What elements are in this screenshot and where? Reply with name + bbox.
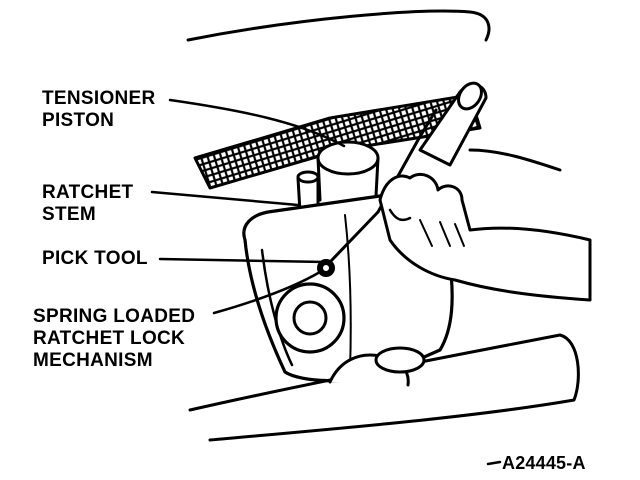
pick-tool-shaft [328, 210, 380, 264]
figure-code: A24445-A [502, 453, 586, 473]
label-ratchet-stem: RATCHET STEM [42, 182, 134, 225]
label-pick-tool: PICK TOOL [42, 248, 148, 269]
leader-ratchet-stem [150, 190, 300, 207]
hand [378, 173, 592, 302]
label-spring-loaded-ratchet-lock: SPRING LOADED RATCHET LOCK MECHANISM [33, 306, 196, 371]
upper-housing-outline [186, 9, 491, 42]
leader-figure-code [486, 460, 502, 466]
label-tensioner-piston: TENSIONER PISTON [42, 88, 156, 131]
tensioner-piston [316, 140, 380, 176]
leader-tensioner-piston [168, 98, 346, 148]
leader-pick-tool [158, 257, 328, 264]
leader-spring-loaded [212, 270, 322, 315]
